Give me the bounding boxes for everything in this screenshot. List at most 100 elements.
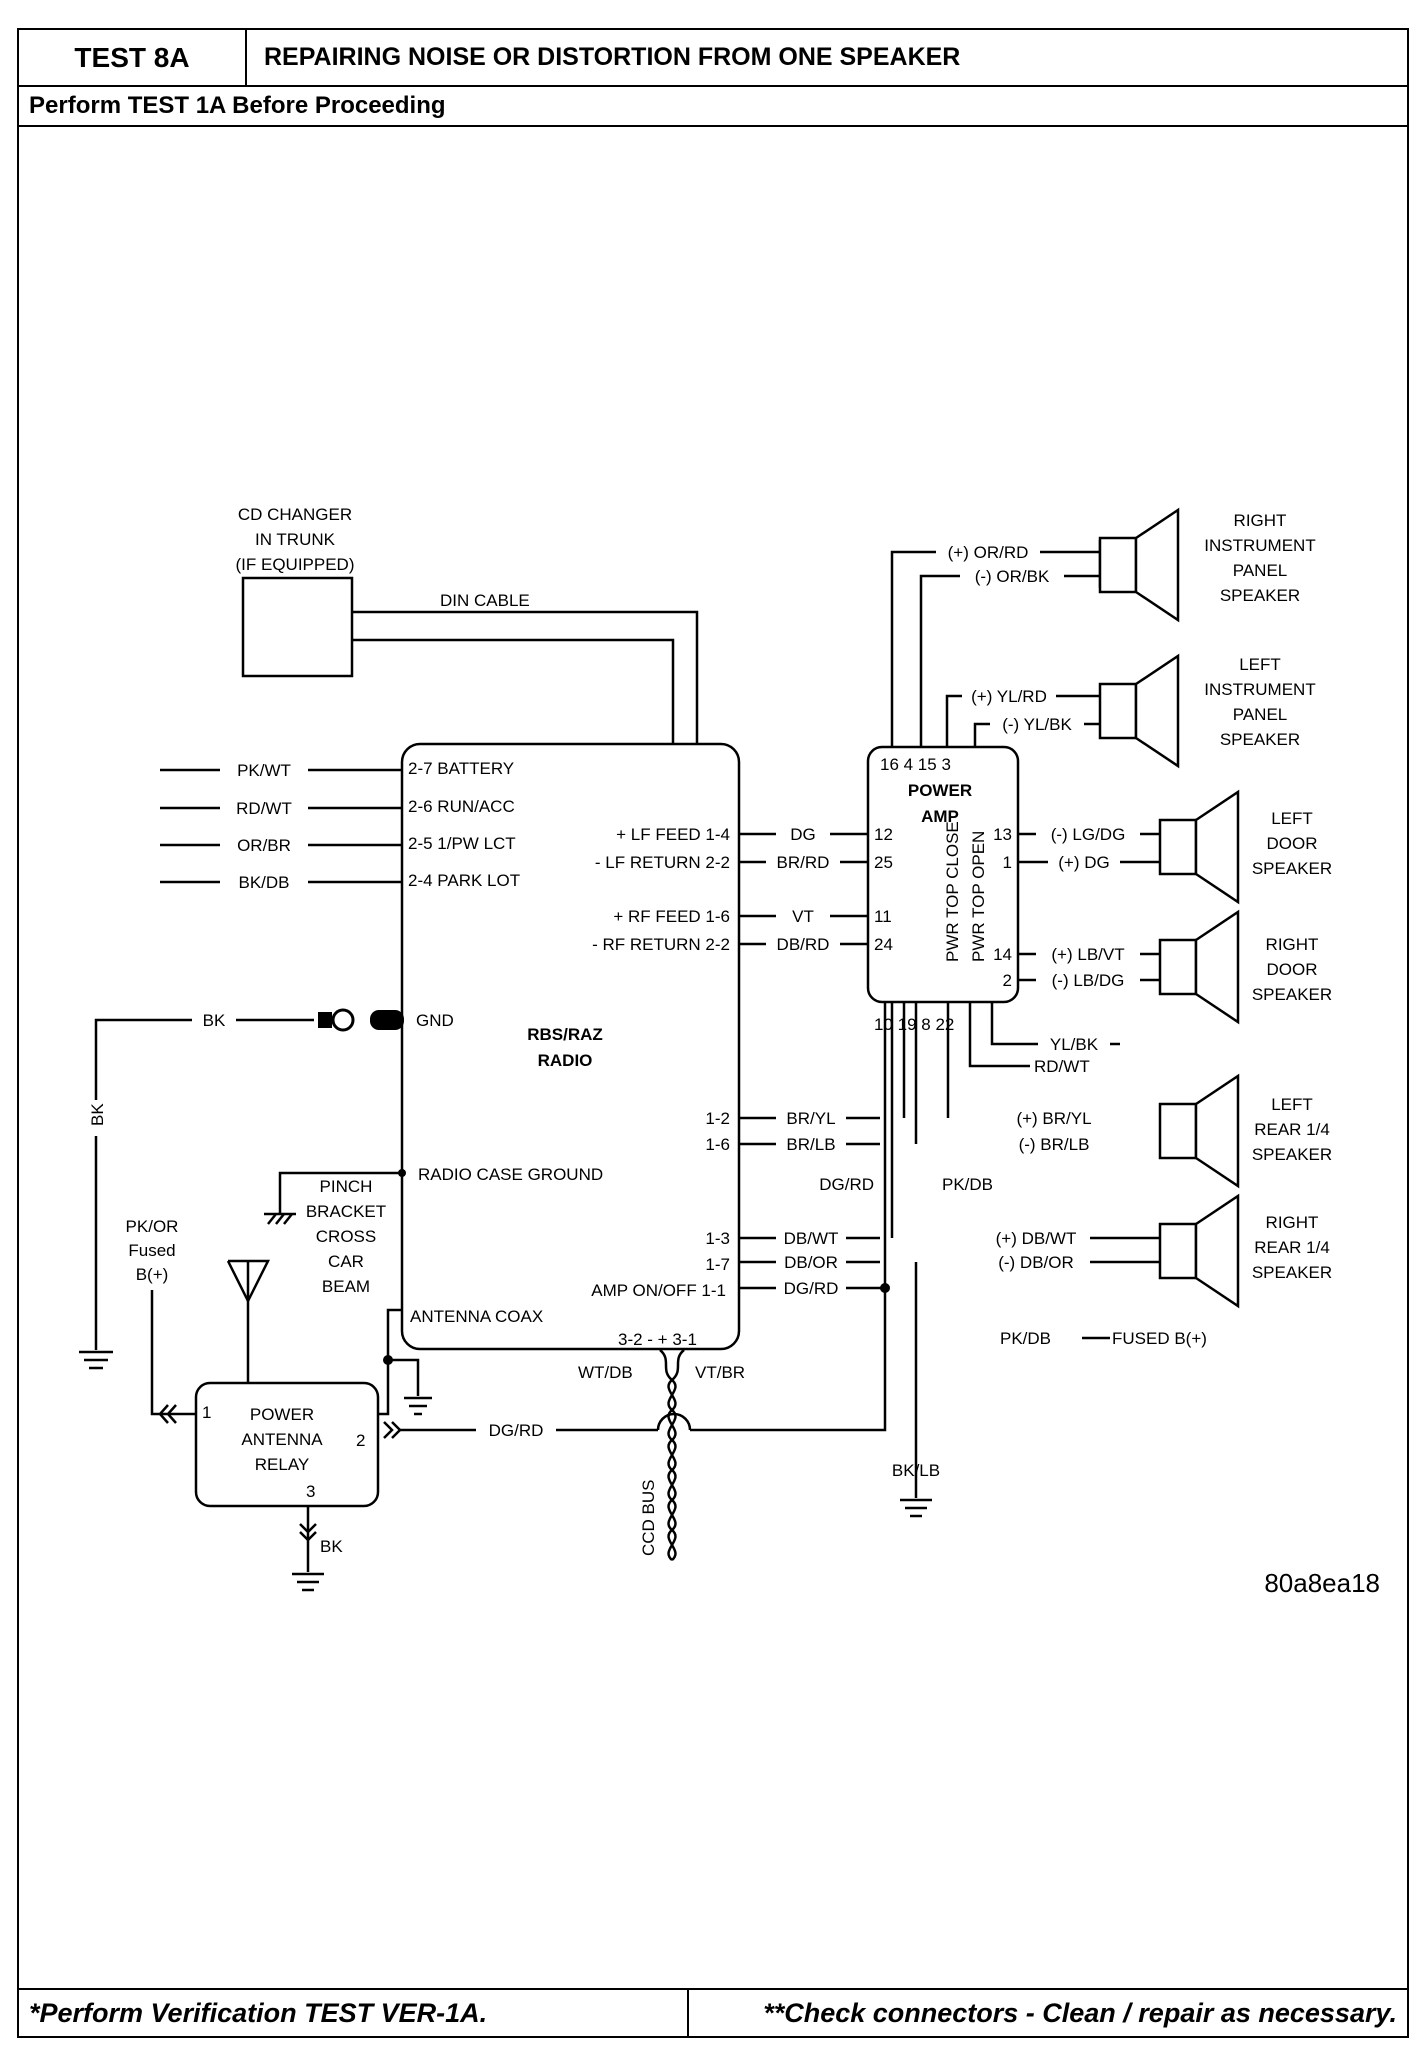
cd-changer-label-1: CD CHANGER xyxy=(238,505,352,524)
speaker-left-door: LEFT DOOR SPEAKER xyxy=(1158,789,1332,905)
radio-pin-pw-lct: 2-5 1/PW LCT xyxy=(408,834,516,853)
fused-label: Fused xyxy=(128,1241,175,1260)
b-plus-label: B(+) xyxy=(136,1265,169,1284)
footer-row: *Perform Verification TEST VER-1A. **Che… xyxy=(19,1988,1407,2036)
amp-door-wires: (-) LG/DG (+) DG (+) LB/VT (-) LB/DG xyxy=(1018,824,1160,990)
amp-bottom-wires: YL/BK RD/WT DG/RD PK/DB PK/DB FUSED B(+)… xyxy=(819,1002,1207,1518)
speaker-rd-label-2: DOOR xyxy=(1267,960,1318,979)
speaker-right-instrument-panel: RIGHT INSTRUMENT PANEL SPEAKER xyxy=(1098,507,1316,623)
wire-vt: VT xyxy=(792,907,814,926)
radio-gnd-label: GND xyxy=(416,1011,454,1030)
radio-pin-1-6: 1-6 xyxy=(705,1135,730,1154)
amp-pin-2: 2 xyxy=(1003,971,1012,990)
page-frame: TEST 8A REPAIRING NOISE OR DISTORTION FR… xyxy=(17,28,1409,2038)
speaker-rip-label-4: SPEAKER xyxy=(1220,586,1300,605)
amp-pwr-top-close: PWR TOP CLOSE xyxy=(943,821,962,962)
pinch-label-2: BRACKET xyxy=(306,1202,386,1221)
wire-or-rd: (+) OR/RD xyxy=(948,543,1029,562)
radio-case-ground-label: RADIO CASE GROUND xyxy=(418,1165,603,1184)
ccd-bus-label: CCD BUS xyxy=(639,1479,658,1556)
wire-dg-rd: DG/RD xyxy=(784,1279,839,1298)
wire-amp-dg: (+) DG xyxy=(1058,853,1109,872)
pinch-label-4: CAR xyxy=(328,1252,364,1271)
ground-wire: BK BK xyxy=(79,1008,404,1370)
wire-rear-br-lb: (-) BR/LB xyxy=(1019,1135,1090,1154)
wire-rear-db-wt: (+) DB/WT xyxy=(996,1229,1077,1248)
speaker-rr-label-3: SPEAKER xyxy=(1252,1263,1332,1282)
relay-label-2: ANTENNA xyxy=(241,1430,323,1449)
relay-pin-1: 1 xyxy=(202,1403,211,1422)
wire-rear-br-yl: (+) BR/YL xyxy=(1016,1109,1091,1128)
relay-pin-3: 3 xyxy=(306,1482,315,1501)
diagram-reference-code: 80a8ea18 xyxy=(1264,1568,1380,1598)
speaker-lip-label-1: LEFT xyxy=(1239,655,1281,674)
amp-pin-1: 1 xyxy=(1003,853,1012,872)
radio-pin-1-2: 1-2 xyxy=(705,1109,730,1128)
amp-on-off-label: AMP ON/OFF 1-1 xyxy=(591,1281,726,1300)
speaker-lip-label-4: SPEAKER xyxy=(1220,730,1300,749)
speaker-rr-label-1: RIGHT xyxy=(1266,1213,1319,1232)
wire-db-wt: DB/WT xyxy=(784,1229,839,1248)
amp-title-1: POWER xyxy=(908,781,972,800)
antenna-coax-label: ANTENNA COAX xyxy=(410,1307,543,1326)
speaker-lr-label-2: REAR 1/4 xyxy=(1254,1120,1330,1139)
lf-return-label: - LF RETURN 2-2 xyxy=(595,853,730,872)
wire-pk-wt: PK/WT xyxy=(237,761,291,780)
relay-dg-rd-label: DG/RD xyxy=(489,1421,544,1440)
radio-pin-run-acc: 2-6 RUN/ACC xyxy=(408,797,515,816)
speaker-ld-label-1: LEFT xyxy=(1271,809,1313,828)
wire-br-yl: BR/YL xyxy=(786,1109,835,1128)
power-input-wires: PK/WT RD/WT OR/BR BK/DB xyxy=(160,760,402,892)
wire-bk-lb: BK/LB xyxy=(892,1461,940,1480)
pk-or-label: PK/OR xyxy=(126,1217,179,1236)
speaker-rip-label-3: PANEL xyxy=(1233,561,1288,580)
connector-note: **Check connectors - Clean / repair as n… xyxy=(763,1997,1397,2028)
radio-name-2: RADIO xyxy=(538,1051,593,1070)
amp-top-wires: (+) OR/RD (-) OR/BK (+) YL/RD (-) YL/BK xyxy=(890,542,1100,747)
amp-pin-12: 12 xyxy=(874,825,893,844)
amp-pin-14: 14 xyxy=(993,945,1012,964)
fused-b-plus-label: FUSED B(+) xyxy=(1112,1329,1207,1348)
pinch-label-3: CROSS xyxy=(316,1227,376,1246)
ccd-bus-pins: 3-2 - + 3-1 xyxy=(618,1330,697,1349)
radio-pin-1-7: 1-7 xyxy=(705,1255,730,1274)
wire-yl-rd: (+) YL/RD xyxy=(971,687,1047,706)
header-row: TEST 8A REPAIRING NOISE OR DISTORTION FR… xyxy=(19,30,1407,87)
amp-pin-24: 24 xyxy=(874,935,893,954)
relay-bk-label: BK xyxy=(320,1537,343,1556)
wire-dg: DG xyxy=(790,825,816,844)
speaker-rd-label-1: RIGHT xyxy=(1266,935,1319,954)
speaker-rip-label-1: RIGHT xyxy=(1234,511,1287,530)
test-title: REPAIRING NOISE OR DISTORTION FROM ONE S… xyxy=(264,43,961,71)
speaker-lip-label-3: PANEL xyxy=(1233,705,1288,724)
amp-pwr-top-open: PWR TOP OPEN xyxy=(969,831,988,962)
radio-pin-battery: 2-7 BATTERY xyxy=(408,759,514,778)
relay-label-3: RELAY xyxy=(255,1455,310,1474)
ground-wire-vertical-label: BK xyxy=(88,1103,107,1126)
test-id: TEST 8A xyxy=(19,30,247,85)
speaker-left-instrument-panel: LEFT INSTRUMENT PANEL SPEAKER xyxy=(1070,653,1316,769)
wire-rear-db-or: (-) DB/OR xyxy=(998,1253,1074,1272)
ccd-vt-br-label: VT/BR xyxy=(695,1363,745,1382)
relay-label-1: POWER xyxy=(250,1405,314,1424)
radio-pin-park-lot: 2-4 PARK LOT xyxy=(408,871,520,890)
wire-rd-wt-2: RD/WT xyxy=(1034,1057,1090,1076)
wire-yl-bk-2: YL/BK xyxy=(1050,1035,1099,1054)
lf-feed-label: + LF FEED 1-4 xyxy=(616,825,730,844)
case-ground: PINCH BRACKET CROSS CAR BEAM xyxy=(264,1169,406,1296)
radio-pin-1-3: 1-3 xyxy=(705,1229,730,1248)
speaker-rip-label-2: INSTRUMENT xyxy=(1204,536,1315,555)
speaker-ld-label-3: SPEAKER xyxy=(1252,859,1332,878)
pinch-label-1: PINCH xyxy=(320,1177,373,1196)
power-amp: 16 4 15 3 POWER AMP 12 25 11 24 13 1 14 … xyxy=(866,745,1020,1034)
ccd-wt-db-label: WT/DB xyxy=(578,1363,633,1382)
din-cable-label: DIN CABLE xyxy=(440,591,530,610)
cd-changer-label-3: (IF EQUIPPED) xyxy=(235,555,354,574)
ground-wire-label: BK xyxy=(203,1011,226,1030)
radio-to-amp-wires: DG BR/RD VT DB/RD BR/YL BR/LB DB/WT DB/O… xyxy=(739,824,890,1298)
speaker-left-rear-quarter: LEFT REAR 1/4 SPEAKER xyxy=(1158,1073,1332,1189)
speaker-lip-label-2: INSTRUMENT xyxy=(1204,680,1315,699)
power-antenna-relay: PK/OR Fused B(+) 1 POWER ANTENNA RELAY 2… xyxy=(126,1217,887,1592)
footer-divider xyxy=(687,1990,689,2036)
